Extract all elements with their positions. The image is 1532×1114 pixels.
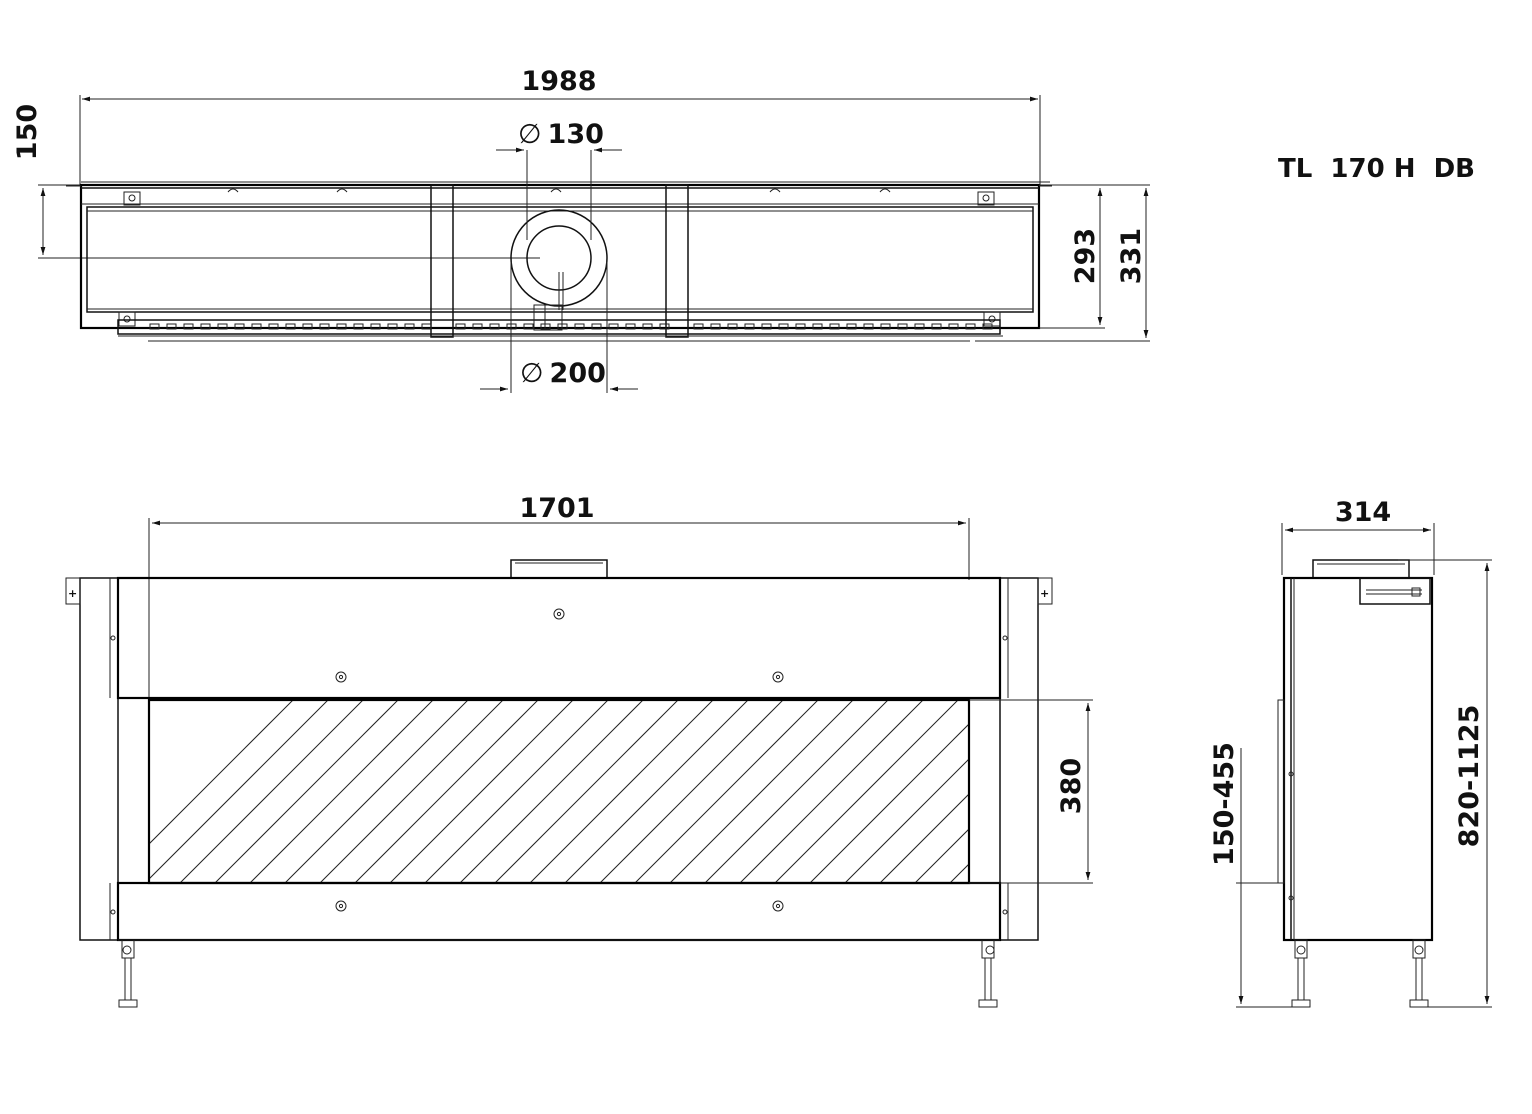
dim-depths: 293 331 bbox=[975, 184, 1150, 342]
dim-total-height: 820-1125 bbox=[1398, 559, 1492, 1008]
dim-label-331: 331 bbox=[1116, 228, 1147, 284]
top-view: 1988 150 bbox=[12, 66, 1150, 393]
dim-label-150-455: 150-455 bbox=[1209, 742, 1240, 866]
dim-label-150: 150 bbox=[12, 104, 43, 160]
dim-glass-height: 380 bbox=[969, 699, 1093, 884]
dim-label-293: 293 bbox=[1070, 228, 1101, 284]
dim-label-1988: 1988 bbox=[521, 66, 596, 97]
dim-label-380: 380 bbox=[1056, 758, 1087, 814]
dim-label-130: ∅130 bbox=[518, 119, 604, 150]
front-view: 1701 + + bbox=[65, 493, 1093, 1008]
side-view: 314 150-4 bbox=[1209, 497, 1492, 1008]
diameter-icon: ∅ bbox=[520, 358, 544, 389]
dim-flue-inner: ∅130 bbox=[496, 119, 622, 240]
dim-label-820-1125: 820-1125 bbox=[1454, 705, 1485, 848]
dim-label-1701: 1701 bbox=[519, 493, 594, 524]
diameter-icon: ∅ bbox=[518, 119, 542, 150]
glass-panel bbox=[147, 698, 971, 885]
dim-glass-width: 1701 bbox=[148, 493, 970, 698]
dim-flue-outer: ∅200 bbox=[480, 262, 638, 393]
dim-overall-width: 1988 bbox=[79, 66, 1041, 185]
dim-offset-depth: 150 bbox=[12, 104, 540, 259]
dim-label-314: 314 bbox=[1335, 497, 1391, 528]
model-label: TL 170 H DB bbox=[1278, 154, 1475, 184]
svg-text:+: + bbox=[68, 587, 77, 600]
dim-side-depth: 314 bbox=[1281, 497, 1435, 575]
svg-text:+: + bbox=[1040, 587, 1049, 600]
dim-label-200: ∅200 bbox=[520, 358, 606, 389]
dim-base-height: 150-455 bbox=[1209, 742, 1310, 1008]
